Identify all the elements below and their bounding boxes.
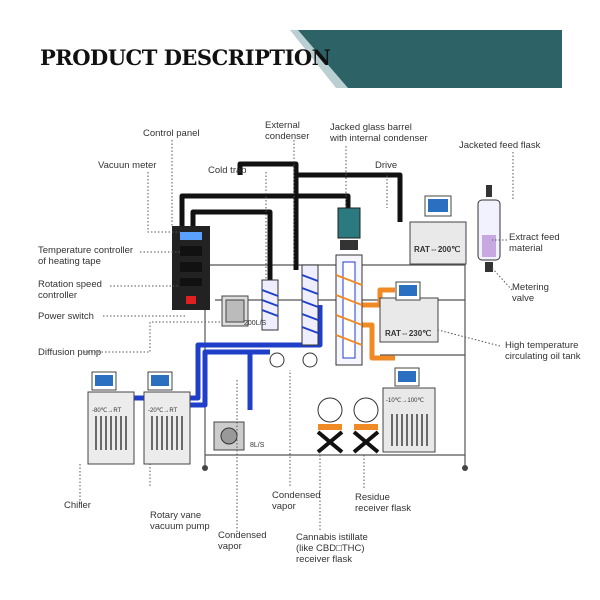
residue-receiver-flask xyxy=(352,397,380,454)
jacketed-feed-flask xyxy=(477,185,501,272)
rotary-tag-text: 8L/S xyxy=(250,442,265,449)
drive-motor xyxy=(337,207,361,250)
condensed-flask-mid xyxy=(302,352,318,368)
label-jacketed-glass: Jacked glass barrel with internal conden… xyxy=(330,122,428,144)
label-chiller: Chiller xyxy=(64,500,91,511)
oil-tank2-display-text: -10℃→100℃ xyxy=(386,398,425,404)
banner-white-panel xyxy=(36,30,336,88)
label-drive: Drive xyxy=(375,160,398,171)
page-title: PRODUCT DESCRIPTION xyxy=(40,45,331,70)
frame-wheel-left xyxy=(202,465,208,471)
label-cold-trap: Cold trap xyxy=(208,165,247,176)
label-rotary-vane: Rotary vane vacuum pump xyxy=(150,510,210,532)
diffusion-pump xyxy=(221,295,249,327)
cold-trap xyxy=(261,279,279,331)
header-banner xyxy=(36,30,562,88)
label-temp-controller: Temperature controller of heating tape xyxy=(38,245,134,267)
frame-wheel-right xyxy=(462,465,468,471)
label-metering-valve: Metering valve xyxy=(512,282,549,304)
label-high-temp: High temperature circulating oil tank xyxy=(505,340,581,362)
diffusion-tag-text: 200L/S xyxy=(244,320,267,327)
label-condensed-vapor-left: Condensed vapor xyxy=(218,530,267,552)
leader-lines xyxy=(79,140,514,534)
chiller-1 xyxy=(87,371,135,465)
label-power-switch: Power switch xyxy=(38,311,94,322)
label-diffusion-pump: Diffusion pump xyxy=(38,347,102,358)
heater-tag-text: RAT⇔200℃ xyxy=(414,245,461,254)
chiller1-display-text: -80℃→RT xyxy=(92,408,122,414)
label-rotation-speed: Rotation speed controller xyxy=(38,279,102,301)
label-control-panel: Control panel xyxy=(143,128,200,139)
label-vacuum-meter: Vacuun meter xyxy=(98,160,157,171)
heater-unit xyxy=(409,195,467,265)
oil-tank-2 xyxy=(382,367,436,453)
jacketed-glass-barrel xyxy=(335,254,363,366)
oil-tank-tag-text: RAT⇔230℃ xyxy=(385,329,432,338)
oil-tank xyxy=(379,281,439,343)
label-condensed-vapor-mid: Condensed vapor xyxy=(272,490,321,512)
condensed-flask-left xyxy=(269,352,285,368)
chiller-2 xyxy=(143,371,191,465)
label-residue: Residue receiver flask xyxy=(355,492,411,514)
chiller2-display-text: -20℃→RT xyxy=(148,408,178,414)
label-external-condenser: External condenser xyxy=(265,120,310,142)
cannabis-receiver-flask xyxy=(316,397,344,454)
label-extract-feed: Extract feed material xyxy=(509,232,560,254)
external-condenser xyxy=(301,264,319,346)
label-cannabis: Cannabis istillate (like CBD□THC) receiv… xyxy=(296,532,368,565)
black-pipes xyxy=(179,161,403,280)
rotary-vane-pump xyxy=(213,421,245,451)
control-panel xyxy=(172,226,210,310)
label-jacketed-feed-flask: Jacketed feed flask xyxy=(459,140,541,151)
